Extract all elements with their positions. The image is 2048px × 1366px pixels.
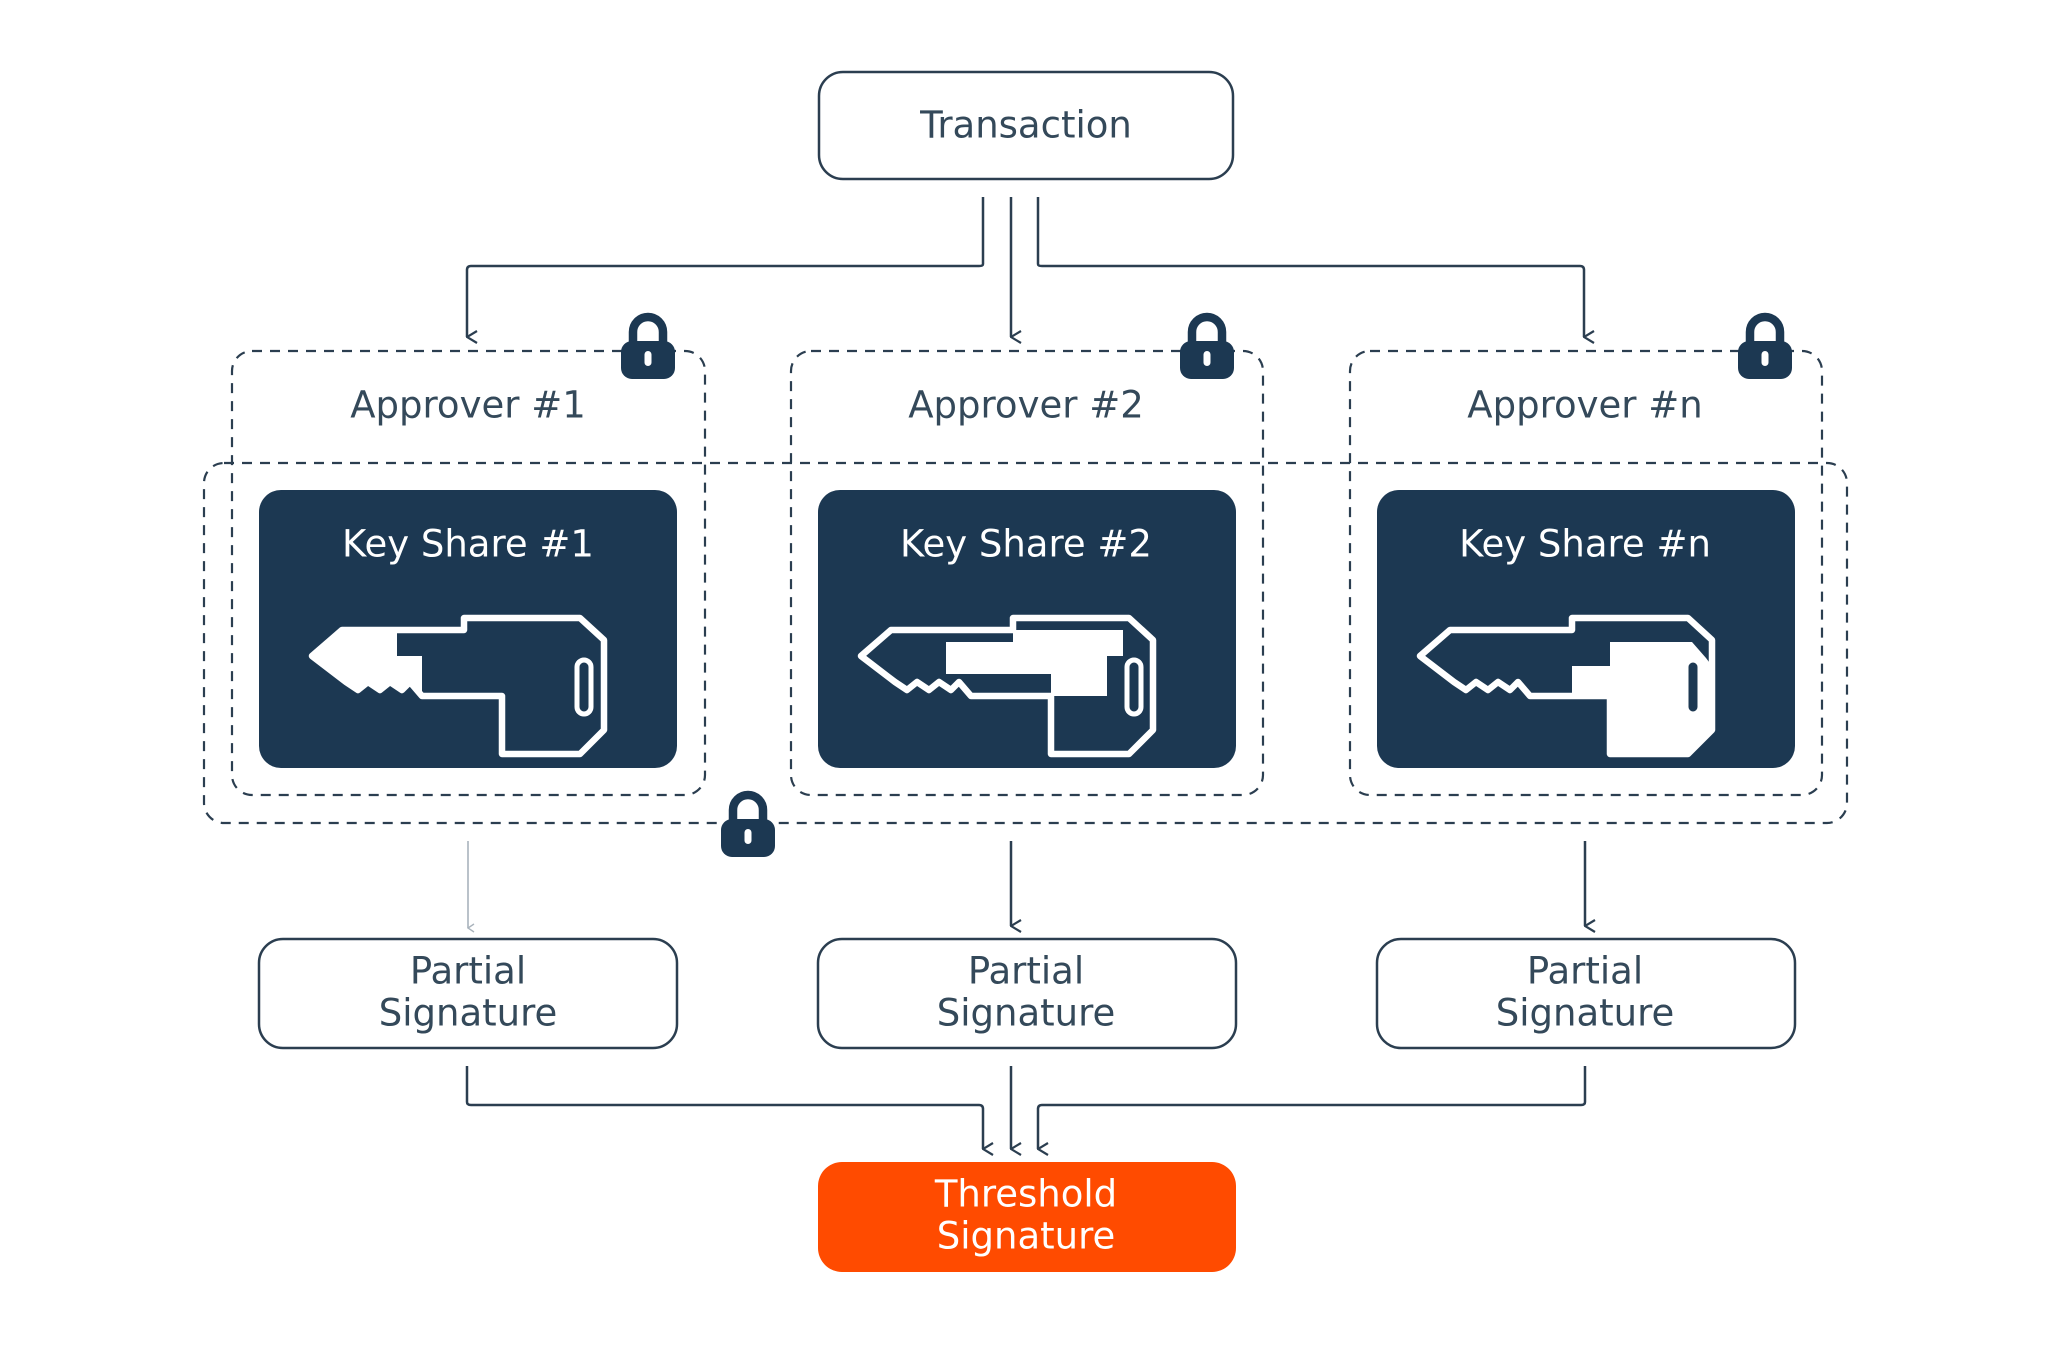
partial-signature-2: Partial Signature (816, 937, 1238, 1050)
threshold-signature-line1: Threshold (934, 1173, 1117, 1216)
approver-n-outline (1348, 349, 1824, 797)
approver-2: Approver #2 Key Share #2 (789, 317, 1265, 797)
approver-n-label: Approver #n (1467, 384, 1702, 427)
partial-signature-1-line1: Partial (410, 950, 526, 993)
key-share-1-card (259, 490, 677, 768)
partial-signature-1: Partial Signature (257, 937, 679, 1050)
transaction-connectors (465, 197, 1584, 337)
partial-signature-connectors (465, 1066, 1587, 1149)
key-icon (1416, 614, 1716, 758)
approver-2-label: Approver #2 (908, 384, 1144, 427)
approver-1-outline (230, 349, 707, 797)
partial-signature-n-line2: Signature (1496, 992, 1675, 1035)
key-share-n-label: Key Share #n (1459, 523, 1711, 566)
partial-signature-n-line1: Partial (1527, 950, 1643, 993)
threshold-signature-node: Threshold Signature (818, 1162, 1236, 1272)
key-share-group-outline (202, 461, 1849, 825)
approver-2-outline (789, 349, 1265, 797)
keyshare-connectors (468, 841, 1585, 928)
approver-1-label: Approver #1 (350, 384, 586, 427)
key-share-2-label: Key Share #2 (900, 523, 1152, 566)
approver-1: Approver #1 Key Share #1 (230, 317, 707, 797)
lock-icon (721, 795, 775, 857)
partial-signature-n: Partial Signature (1375, 937, 1797, 1050)
key-share-1-label: Key Share #1 (342, 523, 594, 566)
partial-signature-1-line2: Signature (379, 992, 558, 1035)
lock-icon (1738, 317, 1792, 379)
partial-signature-2-line1: Partial (968, 950, 1084, 993)
transaction-node: Transaction (817, 70, 1235, 181)
lock-icon (1180, 317, 1234, 379)
partial-signature-2-line2: Signature (937, 992, 1116, 1035)
threshold-signature-line2: Signature (937, 1215, 1116, 1258)
lock-icon (621, 317, 675, 379)
key-icon (857, 614, 1157, 758)
approver-n: Approver #n Key Share #n (1348, 317, 1824, 797)
transaction-label: Transaction (919, 104, 1132, 147)
